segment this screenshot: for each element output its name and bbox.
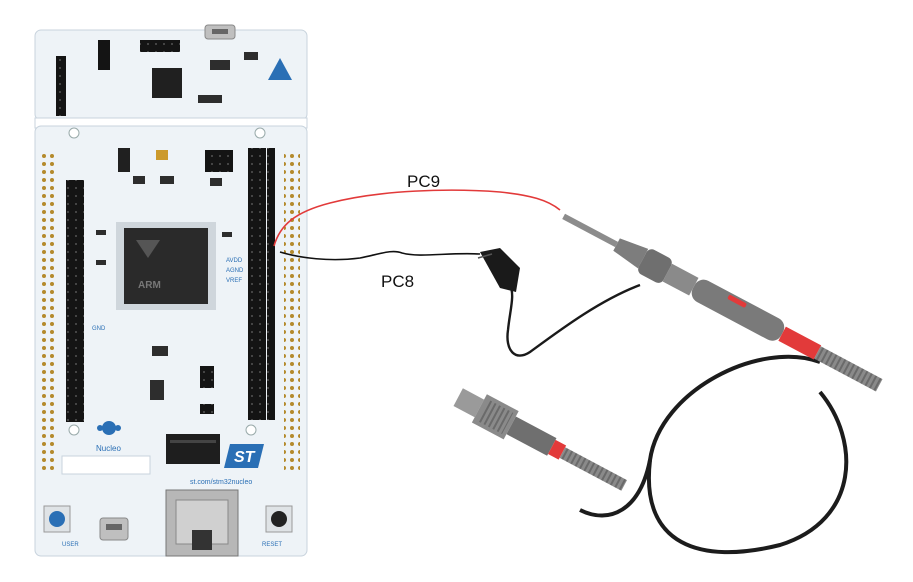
nucleo-board: ARM AVDD AGND VREF GND ST Nucleo st.com/… — [34, 24, 308, 557]
morpho-holes-left — [42, 150, 58, 472]
morpho-holes-right — [284, 150, 300, 472]
warning-logo — [268, 58, 292, 80]
oscilloscope-probe — [453, 213, 883, 555]
stlink-mcu — [152, 68, 182, 98]
probe-body — [691, 279, 785, 341]
ground-clip — [477, 248, 520, 292]
zio-header-left — [66, 180, 84, 422]
reset-button-label: RESET — [262, 542, 282, 548]
pin-label: AVDD — [226, 258, 243, 264]
bnc-strain-relief — [559, 447, 628, 491]
label-pc9: PC9 — [407, 172, 441, 191]
st-logo-text: ST — [234, 449, 256, 466]
zio-header-right-a — [248, 148, 266, 420]
board-url: st.com/stm32nucleo — [190, 479, 252, 486]
pin-label: GND — [92, 326, 106, 332]
mount-hole — [68, 424, 80, 436]
nucleo-text: Nucleo — [96, 444, 121, 453]
probe-collar — [638, 249, 672, 283]
wire-red — [273, 189, 561, 247]
ground-lead — [506, 283, 641, 357]
reset-button: RESET — [262, 505, 293, 548]
user-button-label: USER — [62, 542, 79, 548]
label-pc8: PC8 — [381, 272, 415, 291]
wire-black — [279, 250, 481, 261]
stlink-header — [56, 56, 66, 116]
probe-accent — [727, 295, 747, 308]
mcu-marking: ARM — [138, 280, 161, 291]
ethernet-jack — [165, 489, 239, 557]
probe-hook — [562, 213, 618, 248]
mount-hole — [254, 127, 266, 139]
main-mcu: ARM — [116, 222, 216, 310]
pin-label: VREF — [226, 278, 242, 284]
mount-hole — [245, 424, 257, 436]
bnc-tip — [453, 388, 485, 418]
zio-header-right-b — [267, 148, 275, 420]
st-logo: ST — [224, 444, 264, 468]
user-button: USER — [43, 505, 79, 548]
nucleo-logo: Nucleo — [96, 421, 121, 453]
phy-chip — [166, 434, 220, 464]
mount-hole — [68, 127, 80, 139]
jumper — [98, 40, 110, 70]
probe-strain-relief — [814, 346, 883, 392]
pin-label: AGND — [226, 268, 244, 274]
probe-cable — [646, 354, 849, 555]
